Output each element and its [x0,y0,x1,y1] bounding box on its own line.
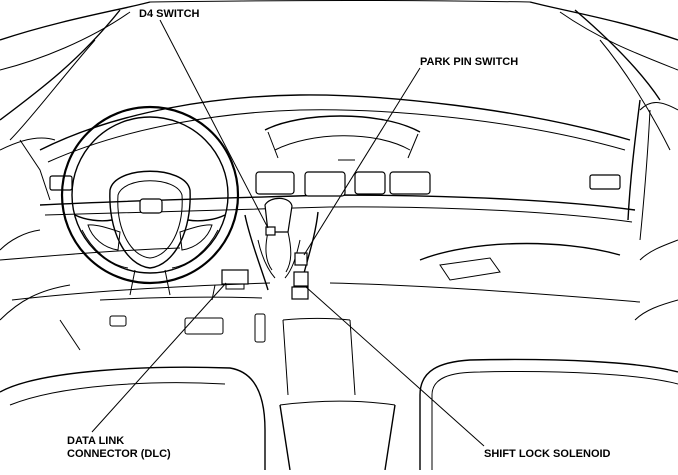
label-dlc-line1: DATA LINK [67,435,124,447]
steering-wheel [60,105,240,296]
dashboard [0,94,641,303]
leader-dlc [91,282,227,433]
leader-shift-lock-solenoid [305,286,485,447]
label-shift-lock-solenoid: SHIFT LOCK SOLENOID [484,448,611,460]
label-d4-switch: D4 SWITCH [139,8,200,20]
seats [0,358,678,470]
floor-pedals [59,296,266,351]
label-dlc-line2: CONNECTOR (DLC) [67,448,171,460]
callout-labels: D4 SWITCH PARK PIN SWITCH DATA LINK CONN… [67,8,611,460]
center-console [244,197,396,471]
leader-d4-switch [159,19,269,229]
label-park-pin-switch: PARK PIN SWITCH [420,56,518,68]
leader-lines [91,19,485,447]
dlc-connector [211,269,249,301]
cabin-frame [0,0,678,321]
leader-park-pin-switch [303,67,421,256]
